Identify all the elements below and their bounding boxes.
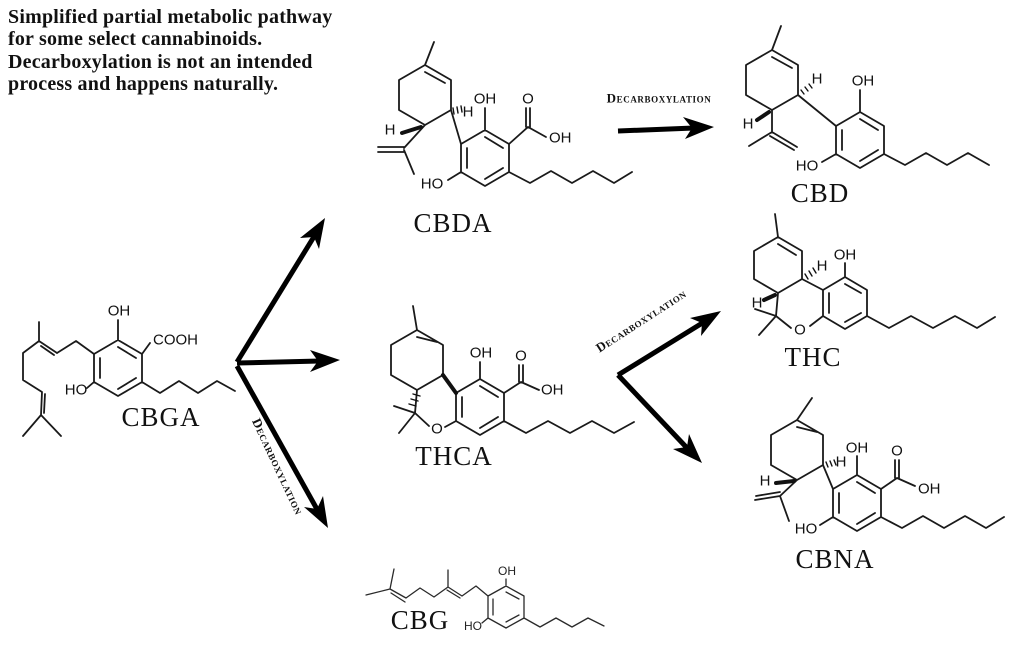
thca-acid-oh-label: OH (541, 382, 564, 399)
cbd-ho-label: HO (796, 158, 819, 175)
thc-ring-o-label: O (794, 322, 806, 339)
cbga-ho-label: HO (65, 382, 88, 399)
cbd-h1-label: H (812, 71, 823, 88)
cbda-h2-label: H (385, 122, 396, 139)
cbga-cooh-label: COOH (153, 332, 198, 349)
thca-skeleton (390, 305, 635, 436)
thc-skeleton (753, 213, 996, 336)
cbd-stereo-hash (800, 83, 813, 95)
cbna-stereo-hash (825, 459, 837, 468)
arrow-cbga-to-cbda (234, 218, 325, 364)
arrow-cbda-to-cbd (617, 117, 714, 139)
thca-structure: OH O OH O THCA (390, 305, 635, 471)
cbda-structure: OH O OH HO H H CBDA (377, 41, 633, 238)
cbna-h1-label: H (836, 454, 847, 471)
arrow-head (673, 434, 702, 463)
thca-carbonyl-o-label: O (515, 348, 527, 365)
cbda-stereo-hash (452, 105, 463, 115)
decarboxylation-label-cbga-cbg: Decarboxylation (249, 416, 307, 517)
cbna-name-label: CBNA (795, 544, 874, 574)
thc-name-label: THC (785, 342, 842, 372)
arrow-shaft (236, 358, 321, 366)
arrow-thca-to-thc (616, 311, 721, 378)
cbd-oh-label: OH (852, 73, 875, 90)
cbna-carbonyl-o-label: O (891, 443, 903, 460)
cbd-name-label: CBD (791, 178, 850, 208)
cbga-skeleton (22, 319, 236, 437)
arrow-head (304, 496, 328, 528)
thca-fusion-wedge (441, 373, 458, 395)
cbg-ho-label: HO (464, 619, 482, 633)
arrow-shaft (616, 319, 706, 378)
cbna-oh-label: OH (846, 440, 869, 457)
cbg-structure: OH HO CBG (365, 564, 605, 635)
thc-stereo-hash (804, 267, 817, 280)
diagram-caption: Simplified partial metabolic pathway for… (8, 6, 333, 96)
arrow-head (310, 350, 340, 372)
thc-structure: OH O H H THC (752, 213, 996, 372)
thca-stereo-hash (408, 393, 421, 407)
cbda-ho-label: HO (421, 176, 444, 193)
decarboxylation-label-cbda-cbd: Decarboxylation (607, 91, 712, 106)
cbna-ho-label: HO (795, 521, 818, 538)
decarboxylation-label-thca: Decarboxylation (593, 286, 689, 356)
arrow-shaft (234, 233, 318, 364)
thca-ring-o-label: O (431, 421, 443, 438)
cbg-oh-label: OH (498, 564, 516, 578)
cbna-h2-label: H (760, 473, 771, 490)
cbga-oh-label: OH (108, 303, 131, 320)
cbda-name-label: CBDA (413, 208, 492, 238)
arrow-shaft (234, 364, 321, 513)
cbg-name-label: CBG (391, 605, 450, 635)
cbna-acid-oh-label: OH (918, 481, 941, 498)
arrow-thca-to-cbna (616, 373, 702, 463)
cbd-skeleton (745, 25, 990, 169)
thca-oh-label: OH (470, 345, 493, 362)
arrow-shaft (616, 373, 690, 451)
cbd-structure: OH HO H H CBD (743, 25, 990, 208)
cbda-oh-label: OH (474, 91, 497, 108)
cbg-skeleton (365, 568, 605, 629)
arrow-cbga-to-thca (236, 350, 340, 372)
cbda-carbonyl-o-label: O (522, 91, 534, 108)
cbda-stereo-wedge (400, 125, 423, 135)
cbda-h1-label: H (463, 104, 474, 121)
cbda-acid-oh-label: OH (549, 130, 572, 147)
thc-oh-label: OH (834, 247, 857, 264)
arrow-head (690, 311, 721, 336)
cbd-stereo-wedge (755, 110, 771, 122)
arrow-head (683, 117, 714, 139)
cbda-skeleton (377, 41, 633, 187)
cbna-skeleton (754, 397, 1005, 532)
arrow-head (300, 218, 325, 249)
arrow-cbga-to-cbg (234, 364, 328, 528)
cbga-name-label: CBGA (121, 402, 200, 432)
thc-h2-label: H (752, 295, 763, 312)
cbna-structure: OH O OH HO H H CBNA (754, 397, 1005, 574)
cbd-h2-label: H (743, 116, 754, 133)
thc-stereo-wedge (762, 293, 777, 302)
cbga-structure: OH COOH HO CBGA (22, 303, 236, 437)
thc-h1-label: H (817, 258, 828, 275)
arrow-shaft (617, 125, 695, 134)
cbna-stereo-wedge (774, 479, 796, 485)
thca-name-label: THCA (415, 441, 493, 471)
